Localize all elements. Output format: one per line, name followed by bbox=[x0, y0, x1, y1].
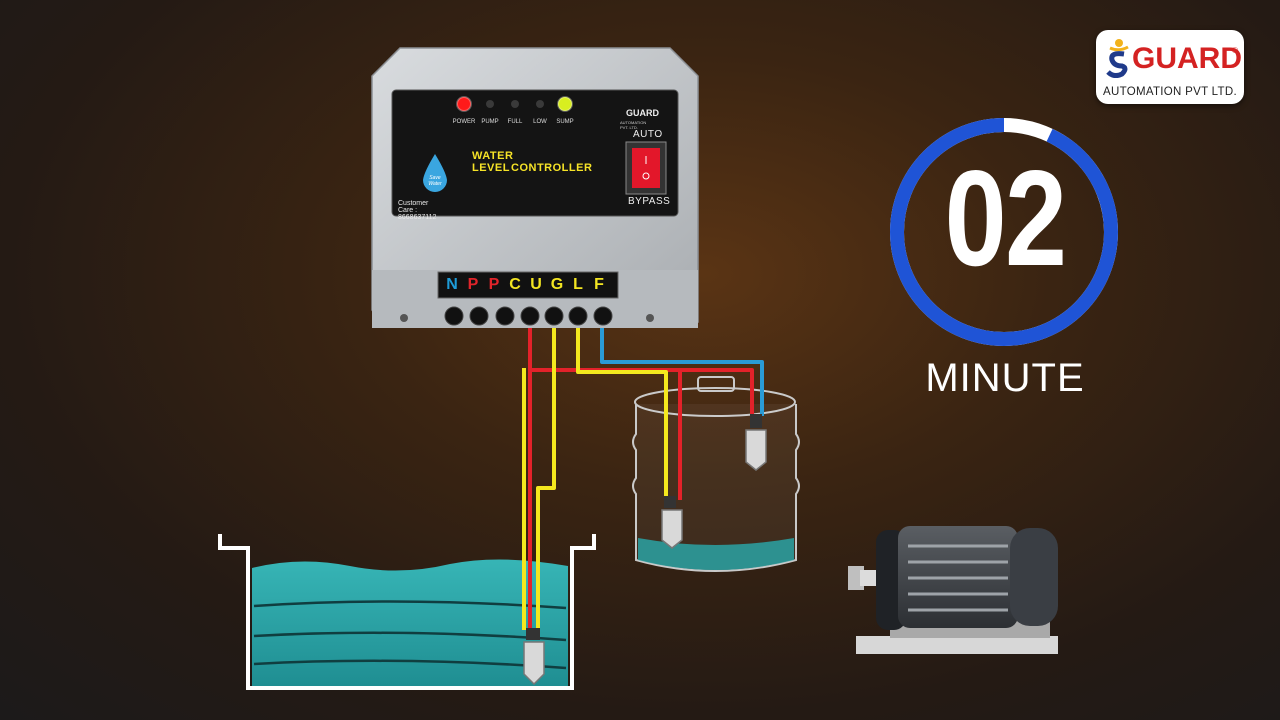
indicator-leds bbox=[456, 96, 573, 112]
brand-mark-icon bbox=[1106, 39, 1129, 78]
panel-title-line1: WATER LEVEL bbox=[472, 150, 514, 174]
sump-water bbox=[252, 559, 568, 686]
sensor-tank-low bbox=[661, 496, 683, 549]
controller-box bbox=[371, 47, 699, 328]
sensor-tank-high bbox=[745, 414, 767, 471]
terminal-label-u: U bbox=[530, 276, 542, 293]
switch-label-auto: AUTO bbox=[633, 129, 663, 140]
terminal-label-g: G bbox=[550, 276, 564, 293]
timer-ring bbox=[890, 118, 1118, 346]
terminal-label-c: C bbox=[509, 276, 521, 293]
pump-motor-icon bbox=[848, 526, 1058, 654]
led-label-pump: PUMP bbox=[481, 119, 499, 125]
overhead-tank bbox=[632, 376, 800, 572]
level-sensors bbox=[523, 414, 767, 686]
terminal-label-n: N bbox=[446, 276, 458, 293]
terminal-screws bbox=[444, 306, 613, 326]
led-power bbox=[456, 96, 472, 112]
terminal-label-f: F bbox=[594, 276, 604, 293]
led-full bbox=[511, 100, 519, 108]
brand-logo: GUARD ® AUTOMATION PVT LTD. bbox=[1096, 30, 1244, 104]
led-pump bbox=[486, 100, 494, 108]
led-label-low: LOW bbox=[533, 119, 547, 125]
panel-brand: GUARD bbox=[626, 108, 659, 118]
terminal-label-p: P bbox=[467, 276, 479, 293]
tank-water bbox=[638, 538, 794, 570]
brand-registered: ® bbox=[1232, 46, 1238, 55]
wires bbox=[522, 318, 764, 630]
brand-name: GUARD bbox=[1132, 42, 1242, 75]
brand-tagline: AUTOMATION PVT LTD. bbox=[1103, 86, 1237, 98]
led-label-full: FULL bbox=[507, 119, 523, 125]
switch-label-bypass: BYPASS bbox=[628, 196, 671, 207]
panel-brand-sub: AUTOMATION PVT. LTD. bbox=[620, 120, 647, 130]
terminal-label-p: P bbox=[488, 276, 500, 293]
led-label-sump: SUMP bbox=[556, 119, 574, 125]
led-low bbox=[536, 100, 544, 108]
customer-care: Customer Care : 8668637112 bbox=[398, 200, 437, 221]
sensor-sump bbox=[523, 628, 545, 686]
panel-title-line2: CONTROLLER bbox=[511, 162, 593, 174]
sump-wall bbox=[218, 534, 596, 690]
led-label-power: POWER bbox=[452, 119, 476, 125]
terminal-label-l: L bbox=[573, 276, 583, 293]
timer-unit: MINUTE bbox=[925, 356, 1085, 400]
drop-label: Save Water bbox=[428, 175, 442, 187]
water-drop-icon bbox=[423, 154, 447, 192]
timer-value: 02 bbox=[944, 142, 1067, 294]
led-sump bbox=[557, 96, 573, 112]
